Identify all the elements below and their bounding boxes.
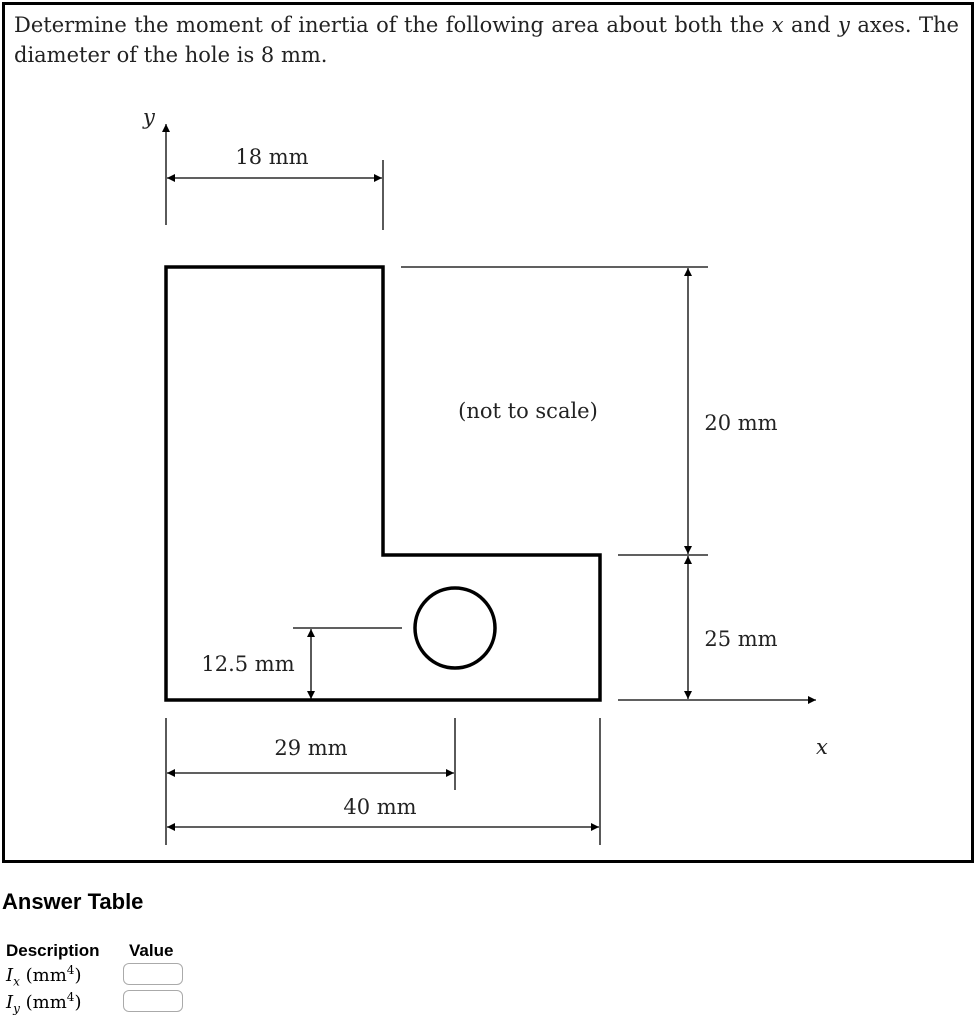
iy-unit: (mm xyxy=(19,992,67,1013)
ix-symbol: I xyxy=(6,965,14,986)
ix-unit-close: ) xyxy=(74,965,82,986)
dim-29-label: 29 mm xyxy=(274,736,347,760)
iy-symbol: I xyxy=(6,992,14,1013)
problem-statement: Determine the moment of inertia of the f… xyxy=(14,10,959,70)
dim-40-label: 40 mm xyxy=(343,795,416,819)
iy-subscript: y xyxy=(13,1001,20,1016)
problem-text-2: and xyxy=(783,13,838,37)
dim-18-label: 18 mm xyxy=(235,145,308,169)
iy-value-input[interactable] xyxy=(123,990,183,1012)
col-value-header: Value xyxy=(129,941,174,960)
ix-unit: (mm xyxy=(19,965,67,986)
ix-subscript: x xyxy=(13,974,20,989)
dim-12-5-label: 12.5 mm xyxy=(201,652,294,676)
problem-text-1: Determine the moment of inertia of the f… xyxy=(14,13,772,37)
dim-25-label: 25 mm xyxy=(704,627,777,651)
problem-x-variable: x xyxy=(771,13,784,37)
row-iy-label: Iy (mm4) xyxy=(6,990,81,1016)
answer-table-title: Answer Table xyxy=(2,889,144,914)
ix-value-input[interactable] xyxy=(123,963,183,985)
col-description-header: Description xyxy=(6,941,100,960)
y-axis-label: y xyxy=(142,105,156,129)
x-axis-label: x xyxy=(816,735,828,759)
dim-20-label: 20 mm xyxy=(704,411,777,435)
l-shape-outline xyxy=(164,265,602,702)
row-ix-label: Ix (mm4) xyxy=(6,963,81,989)
problem-y-variable: y xyxy=(838,13,850,37)
ix-unit-power: 4 xyxy=(66,963,75,977)
problem-text-3: axes. The diameter of the hole is 8 mm. xyxy=(14,13,959,67)
l-shape-diagram: y x 18 mm 20 mm 25 mm (not to scale) 12.… xyxy=(142,105,828,845)
iy-unit-close: ) xyxy=(74,992,82,1013)
problem-frame xyxy=(2,2,974,863)
iy-unit-power: 4 xyxy=(66,990,75,1004)
hole-circle xyxy=(413,586,497,670)
not-to-scale-note: (not to scale) xyxy=(458,399,598,423)
